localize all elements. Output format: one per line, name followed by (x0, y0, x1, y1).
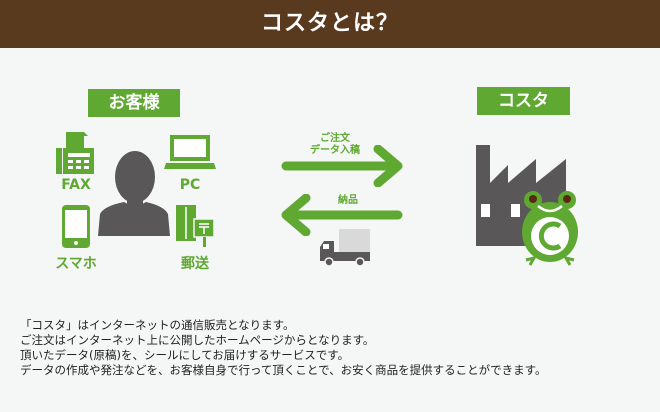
delivery-label: 納品 (338, 195, 358, 206)
pc-label: PC (179, 177, 201, 193)
page-title: コスタとは？ (0, 0, 660, 48)
fax-icon (56, 132, 94, 174)
person-icon (98, 151, 170, 236)
fax-label: FAX (61, 177, 91, 193)
description-line: ご注文はインターネット上に公開したホームページからとなります。 (20, 333, 375, 347)
order-label: ご注文データ入稿 (290, 133, 380, 157)
frog-mascot-icon (522, 191, 578, 266)
pc-icon (164, 135, 216, 169)
mail-icon (176, 205, 215, 247)
company-label: コスタ (477, 87, 570, 115)
arrow-right-icon (281, 145, 403, 187)
smartphone-label: スマホ (55, 256, 97, 272)
arrow-left-icon (281, 194, 403, 236)
order-label-line2: データ入稿 (310, 145, 360, 156)
smartphone-icon (62, 205, 90, 248)
description-line: 頂いたデータ(原稿)を、シールにしてお届けするサービスです。 (20, 348, 350, 362)
description-line: 「コスタ」はインターネットの通信販売となります。 (20, 318, 295, 332)
description: 「コスタ」はインターネットの通信販売となります。 ご注文はインターネット上に公開… (20, 318, 546, 378)
customer-label: お客様 (88, 89, 180, 117)
mail-label: 郵送 (181, 256, 209, 272)
description-line: データの作成や発注などを、お客様自身で行って頂くことで、お安く商品を提供すること… (20, 363, 547, 377)
order-label-line1: ご注文 (320, 133, 350, 144)
truck-icon (320, 229, 370, 267)
